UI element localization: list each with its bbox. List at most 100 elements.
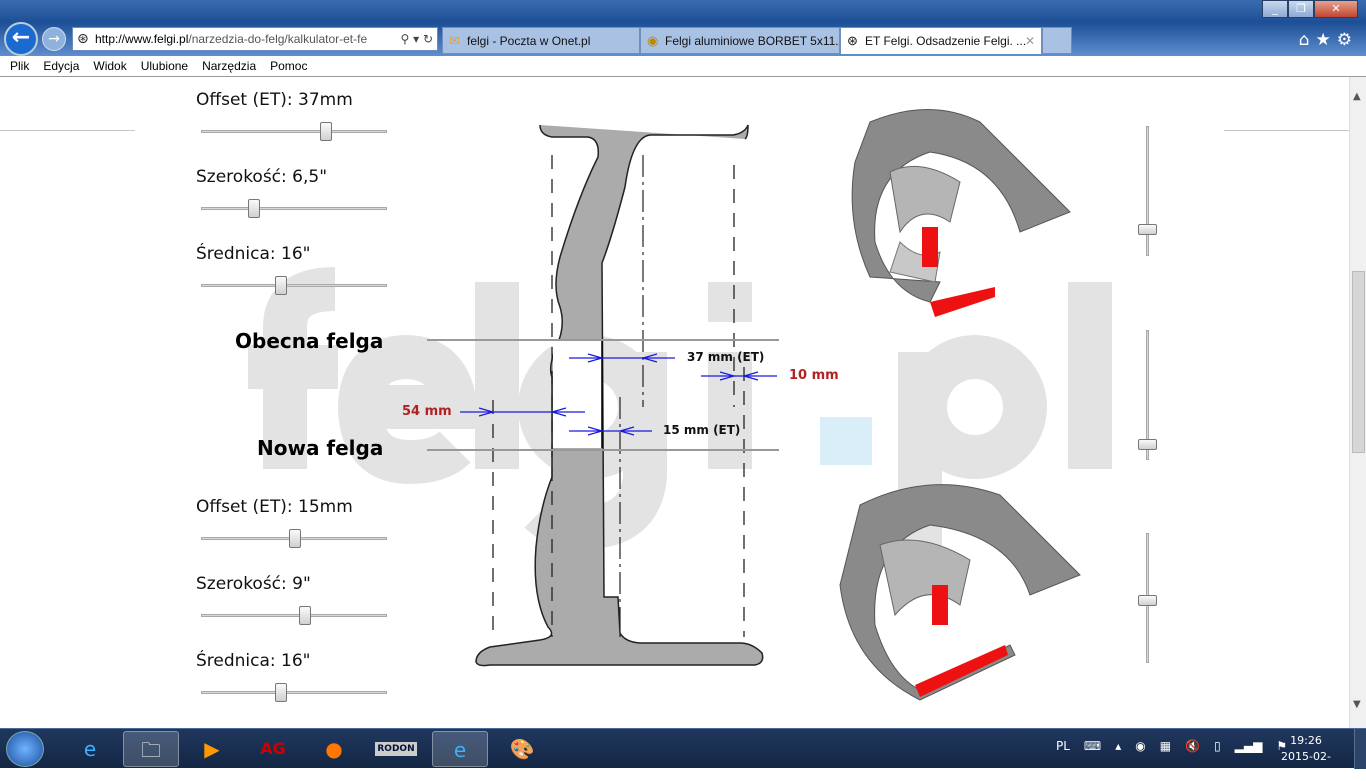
tab-label: felgi - Poczta w Onet.pl bbox=[467, 34, 591, 48]
tab-et-felgi[interactable]: ⊛ ET Felgi. Odsadzenie Felgi. ...✕ bbox=[840, 27, 1042, 54]
url-path: /narzedzia-do-felg/kalkulator-et-fe bbox=[188, 32, 368, 46]
current-diameter-label: Średnica: 16" bbox=[196, 244, 311, 264]
clock-time: 19:26 bbox=[1290, 734, 1322, 747]
address-bar[interactable]: ⊛ http://www.felgi.pl/narzedzia-do-felg/… bbox=[72, 27, 438, 51]
tab-olx[interactable]: ◉ Felgi aluminiowe BORBET 5x11... bbox=[640, 27, 840, 54]
current-diameter-slider[interactable] bbox=[201, 276, 387, 295]
vertical-scrollbar[interactable]: ▲ ▼ bbox=[1349, 77, 1366, 728]
new-rim-title: Nowa felga bbox=[257, 436, 384, 460]
slider-thumb[interactable] bbox=[275, 276, 287, 295]
url-text[interactable]: http://www.felgi.pl/narzedzia-do-felg/ka… bbox=[95, 28, 381, 50]
system-tray: PL ⌨ ▴ ◉ ▦ 🔇 ▯ ▂▄▆ ⚑ bbox=[1056, 739, 1287, 753]
new-offset-label: Offset (ET): 15mm bbox=[196, 497, 353, 517]
tab-onet[interactable]: ✉ felgi - Poczta w Onet.pl bbox=[442, 27, 640, 54]
firefox-icon[interactable]: ● bbox=[325, 737, 343, 761]
taskbar: e 🗀 ▶ AG ● RODON e 🎨 PL ⌨ ▴ ◉ ▦ 🔇 ▯ ▂▄▆ … bbox=[0, 728, 1366, 779]
scroll-up-icon[interactable]: ▲ bbox=[1353, 91, 1361, 102]
scrollbar-thumb[interactable] bbox=[1352, 271, 1365, 453]
browser-tools: ⌂★⚙ bbox=[1299, 30, 1358, 50]
start-button[interactable] bbox=[6, 731, 44, 767]
show-desktop-button[interactable] bbox=[1354, 729, 1366, 769]
gear-icon[interactable]: ⚙ bbox=[1336, 30, 1358, 50]
menu-widok[interactable]: Widok bbox=[93, 59, 127, 73]
clock[interactable]: 19:26 2015-02-24 bbox=[1276, 733, 1336, 781]
menu-edycja[interactable]: Edycja bbox=[43, 59, 80, 73]
olx-icon: ◉ bbox=[647, 33, 659, 48]
show-hidden-icons[interactable]: ▴ bbox=[1115, 739, 1122, 753]
new-offset-slider[interactable] bbox=[201, 529, 387, 548]
slider-thumb[interactable] bbox=[299, 606, 311, 625]
view-slider[interactable] bbox=[1138, 330, 1157, 460]
et-current-label: 37 mm (ET) bbox=[687, 350, 765, 364]
language-indicator[interactable]: PL bbox=[1056, 739, 1070, 753]
current-wheel-rotation-slider[interactable] bbox=[1138, 126, 1157, 256]
signal-icon[interactable]: ▂▄▆ bbox=[1234, 739, 1263, 753]
keyboard-icon[interactable]: ⌨ bbox=[1083, 739, 1102, 753]
wheel-icon: ⊛ bbox=[847, 33, 858, 48]
forward-button[interactable]: → bbox=[42, 27, 66, 51]
clock-date: 2015-02-24 bbox=[1281, 750, 1331, 779]
rodon-app-icon[interactable]: RODON bbox=[375, 742, 417, 756]
slider-thumb[interactable] bbox=[1138, 224, 1157, 235]
explorer-icon[interactable]: 🗀 bbox=[123, 731, 179, 767]
url-host: http://www.felgi.pl bbox=[95, 32, 189, 46]
tab-label: Felgi aluminiowe BORBET 5x11... bbox=[665, 34, 840, 48]
menu-pomoc[interactable]: Pomoc bbox=[270, 59, 308, 73]
divider bbox=[1224, 130, 1349, 131]
browser-titlebar: _ ❐ ✕ ← → ⊛ http://www.felgi.pl/narzedzi… bbox=[0, 0, 1366, 56]
network-app-icon[interactable]: ▦ bbox=[1159, 739, 1172, 753]
new-diameter-slider[interactable] bbox=[201, 683, 387, 702]
slider-thumb[interactable] bbox=[248, 199, 260, 218]
current-offset-slider[interactable] bbox=[201, 122, 387, 141]
slider-thumb[interactable] bbox=[1138, 439, 1157, 450]
new-wheel-rotation-slider[interactable] bbox=[1138, 533, 1157, 663]
et-new-label: 15 mm (ET) bbox=[663, 423, 741, 437]
action-center-flag-icon[interactable]: ⚑ bbox=[1276, 739, 1288, 753]
minimize-button[interactable]: _ bbox=[1262, 0, 1288, 18]
menu-ulubione[interactable]: Ulubione bbox=[140, 59, 189, 73]
slider-thumb[interactable] bbox=[320, 122, 332, 141]
current-width-slider[interactable] bbox=[201, 199, 387, 218]
close-tab-icon[interactable]: ✕ bbox=[1024, 34, 1035, 48]
page-content: 37 mm (ET) 10 mm 54 mm 15 mm (ET) Obecna… bbox=[0, 77, 1349, 728]
mail-icon: ✉ bbox=[449, 33, 460, 48]
new-tab-button[interactable] bbox=[1042, 27, 1072, 54]
rim-gap bbox=[553, 341, 601, 448]
new-diameter-label: Średnica: 16" bbox=[196, 651, 311, 671]
media-player-icon[interactable]: ▶ bbox=[204, 737, 220, 761]
app-tray-icon[interactable]: ◉ bbox=[1135, 739, 1146, 753]
tab-label: ET Felgi. Odsadzenie Felgi. ... bbox=[865, 34, 1027, 48]
watermark-dot bbox=[820, 417, 872, 465]
menu-bar: Plik Edycja Widok Ulubione Narzędzia Pom… bbox=[0, 56, 1366, 77]
slider-thumb[interactable] bbox=[289, 529, 301, 548]
watermark-e bbox=[337, 334, 480, 485]
ag-app-icon[interactable]: AG bbox=[260, 739, 286, 758]
scroll-down-icon[interactable]: ▼ bbox=[1353, 699, 1361, 710]
paint-icon[interactable]: 🎨 bbox=[509, 737, 535, 761]
battery-icon[interactable]: ▯ bbox=[1214, 739, 1221, 753]
menu-narzedzia[interactable]: Narzędzia bbox=[202, 59, 257, 73]
restore-button[interactable]: ❐ bbox=[1288, 0, 1314, 18]
window-controls: _ ❐ ✕ bbox=[1262, 0, 1358, 18]
back-button[interactable]: ← bbox=[4, 22, 38, 56]
ie-active-icon[interactable]: e bbox=[432, 731, 488, 767]
current-offset-label: Offset (ET): 37mm bbox=[196, 90, 353, 110]
wheel-icon: ⊛ bbox=[77, 31, 89, 47]
rim-cross-section-diagram bbox=[427, 124, 779, 667]
close-button[interactable]: ✕ bbox=[1314, 0, 1358, 18]
new-width-slider[interactable] bbox=[201, 606, 387, 625]
outer-diff-label: 10 mm bbox=[789, 368, 839, 383]
favorites-star-icon[interactable]: ★ bbox=[1315, 30, 1337, 50]
volume-muted-icon[interactable]: 🔇 bbox=[1185, 739, 1201, 753]
ie-pinned-icon[interactable]: e bbox=[83, 737, 97, 761]
current-rim-title: Obecna felga bbox=[235, 329, 384, 353]
search-refresh-icons[interactable]: ⚲ ▾ ↻ bbox=[400, 32, 434, 46]
new-wheel-3d-render bbox=[839, 484, 1081, 701]
slider-thumb[interactable] bbox=[1138, 595, 1157, 606]
new-width-label: Szerokość: 9" bbox=[196, 574, 311, 594]
watermark-f bbox=[263, 267, 336, 469]
menu-plik[interactable]: Plik bbox=[10, 59, 30, 73]
home-icon[interactable]: ⌂ bbox=[1298, 30, 1316, 50]
rim-profile bbox=[475, 124, 764, 667]
slider-thumb[interactable] bbox=[275, 683, 287, 702]
